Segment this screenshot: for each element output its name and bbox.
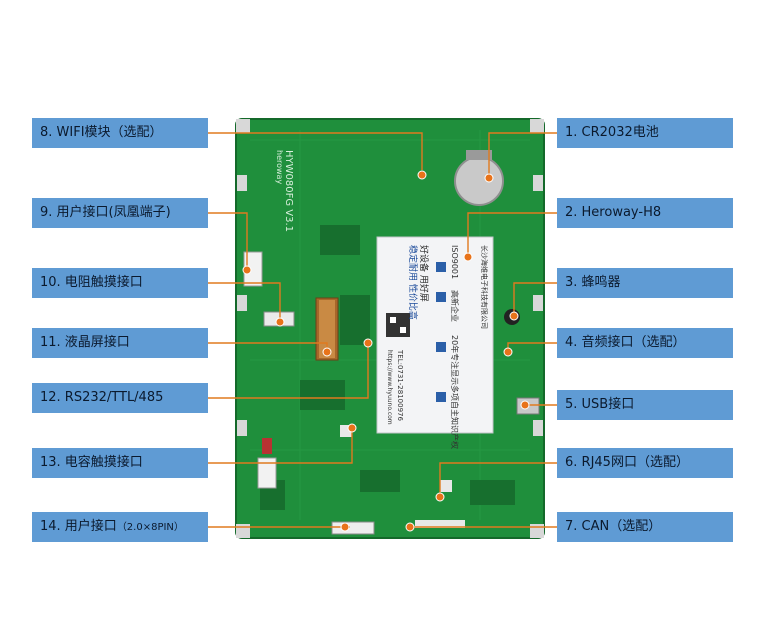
dot-8	[417, 170, 427, 180]
label-resistive-touch: 10. 电阻触摸接口	[32, 268, 208, 298]
sticker-iso: ISO9001	[450, 245, 459, 279]
label-text: 3. 蜂鸣器	[565, 275, 621, 290]
leader-13	[208, 430, 353, 464]
label-text: 1. CR2032电池	[565, 125, 659, 140]
qr-code-icon	[386, 313, 410, 337]
leader-9	[208, 212, 248, 268]
sticker-company: 长沙海维电子科技有限公司	[480, 245, 489, 329]
leader-12	[208, 345, 369, 399]
label-text: 9. 用户接口(凤凰端子)	[40, 205, 171, 220]
label-buzzer: 3. 蜂鸣器	[557, 268, 733, 298]
dot-7	[405, 522, 415, 532]
battery-icon	[454, 156, 504, 206]
label-text: 12. RS232/TTL/485	[40, 390, 164, 405]
label-text: 13. 电容触摸接口	[40, 455, 143, 470]
sticker-tel: TEL:0731-28100976	[396, 349, 404, 421]
label-audio: 4. 音频接口（选配）	[557, 328, 733, 358]
sticker-slogan-1: 好设备 用好屏	[418, 245, 430, 302]
dot-4	[503, 347, 513, 357]
dot-5	[520, 400, 530, 410]
label-usb: 5. USB接口	[557, 390, 733, 420]
sticker-slogan-2: 稳定耐用 性价比高	[407, 245, 419, 320]
label-battery: 1. CR2032电池	[557, 118, 733, 148]
label-text: 2. Heroway-H8	[565, 205, 662, 220]
label-user-interface-pin: 14. 用户接口（2.0×8PIN）	[32, 512, 208, 542]
label-lcd-interface: 11. 液晶屏接口	[32, 328, 208, 358]
dot-9	[242, 265, 252, 275]
sticker-hightech: 高新企业	[450, 290, 460, 322]
label-text: 11. 液晶屏接口	[40, 335, 130, 350]
label-capacitive-touch: 13. 电容触摸接口	[32, 448, 208, 478]
sticker-url: https://www.hyuuno.com	[386, 350, 393, 425]
leader-8	[208, 132, 423, 170]
label-text: 7. CAN（选配）	[565, 519, 662, 534]
label-text: 14. 用户接口	[40, 519, 117, 534]
label-serial-interface: 12. RS232/TTL/485	[32, 383, 208, 413]
silk-model-text: HYW080FG V3.1	[283, 150, 294, 232]
label-subtext: （2.0×8PIN）	[116, 522, 184, 533]
leader-1	[488, 132, 557, 176]
label-text: 10. 电阻触摸接口	[40, 275, 143, 290]
dot-13	[347, 423, 357, 433]
label-text: 4. 音频接口（选配）	[565, 335, 686, 350]
dot-2	[463, 252, 473, 262]
label-text: 6. RJ45网口（选配）	[565, 455, 689, 470]
label-can: 7. CAN（选配）	[557, 512, 733, 542]
dot-11	[322, 347, 332, 357]
silk-brand-text: heroway	[275, 150, 284, 184]
label-heroway-h8: 2. Heroway-H8	[557, 198, 733, 228]
sticker-20years: 20年专注显示	[450, 335, 460, 385]
sticker-ip: 多项自主知识产权	[450, 385, 460, 449]
dot-6	[435, 492, 445, 502]
dot-12	[363, 338, 373, 348]
dot-14	[340, 522, 350, 532]
leader-3	[513, 282, 557, 313]
label-wifi-module: 8. WIFI模块（选配）	[32, 118, 208, 148]
label-text: 5. USB接口	[565, 397, 635, 412]
leader-2	[467, 212, 557, 255]
label-user-interface-terminal: 9. 用户接口(凤凰端子)	[32, 198, 208, 228]
dot-10	[275, 317, 285, 327]
leader-10	[208, 282, 281, 320]
label-text: 8. WIFI模块（选配）	[40, 125, 163, 140]
leader-6	[439, 462, 557, 495]
dot-3	[509, 311, 519, 321]
dot-1	[484, 173, 494, 183]
label-rj45: 6. RJ45网口（选配）	[557, 448, 733, 478]
